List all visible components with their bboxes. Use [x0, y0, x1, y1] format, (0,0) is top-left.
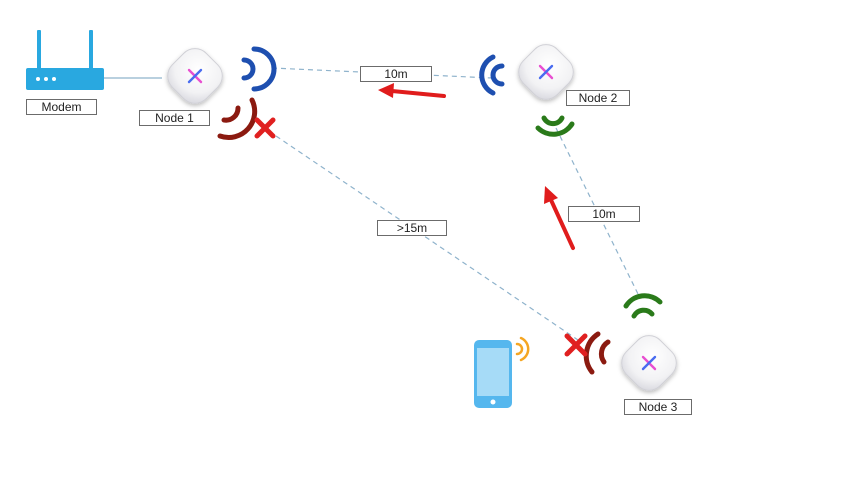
modem-label: Modem: [26, 99, 97, 115]
node1-mesh-node-icon: [167, 48, 223, 104]
red-arrow-icon-node2-to-node1: [378, 83, 446, 98]
red-arrow-icon-node3-to-node2: [544, 186, 575, 250]
distance-label-node2-node3: 10m: [568, 206, 640, 222]
distance-label-node1-node3: >15m: [377, 220, 447, 236]
distance-label-node1-node2: 10m: [360, 66, 432, 82]
node1-red-x-icon: [254, 117, 276, 139]
node1-red-wifi-signal-icon: [217, 97, 258, 140]
modem-router-icon: [26, 30, 104, 90]
node3-green-wifi-signal-icon: [623, 293, 663, 319]
node2-label: Node 2: [566, 90, 630, 106]
node3-mesh-node-icon: [621, 335, 677, 391]
node3-red-wifi-signal-icon: [583, 331, 611, 375]
node1-blue-wifi-signal-icon: [241, 46, 277, 92]
node2-blue-wifi-signal-icon: [479, 54, 505, 96]
node3-red-x-icon: [564, 333, 588, 357]
smartphone-icon: [474, 340, 512, 408]
node2-mesh-node-icon: [518, 44, 574, 100]
node2-green-wifi-signal-icon: [535, 115, 575, 137]
node3-label: Node 3: [624, 399, 692, 415]
link-line-node1-node3: [275, 135, 579, 341]
node1-label: Node 1: [139, 110, 210, 126]
phone-orange-wifi-signal-icon: [515, 336, 530, 362]
